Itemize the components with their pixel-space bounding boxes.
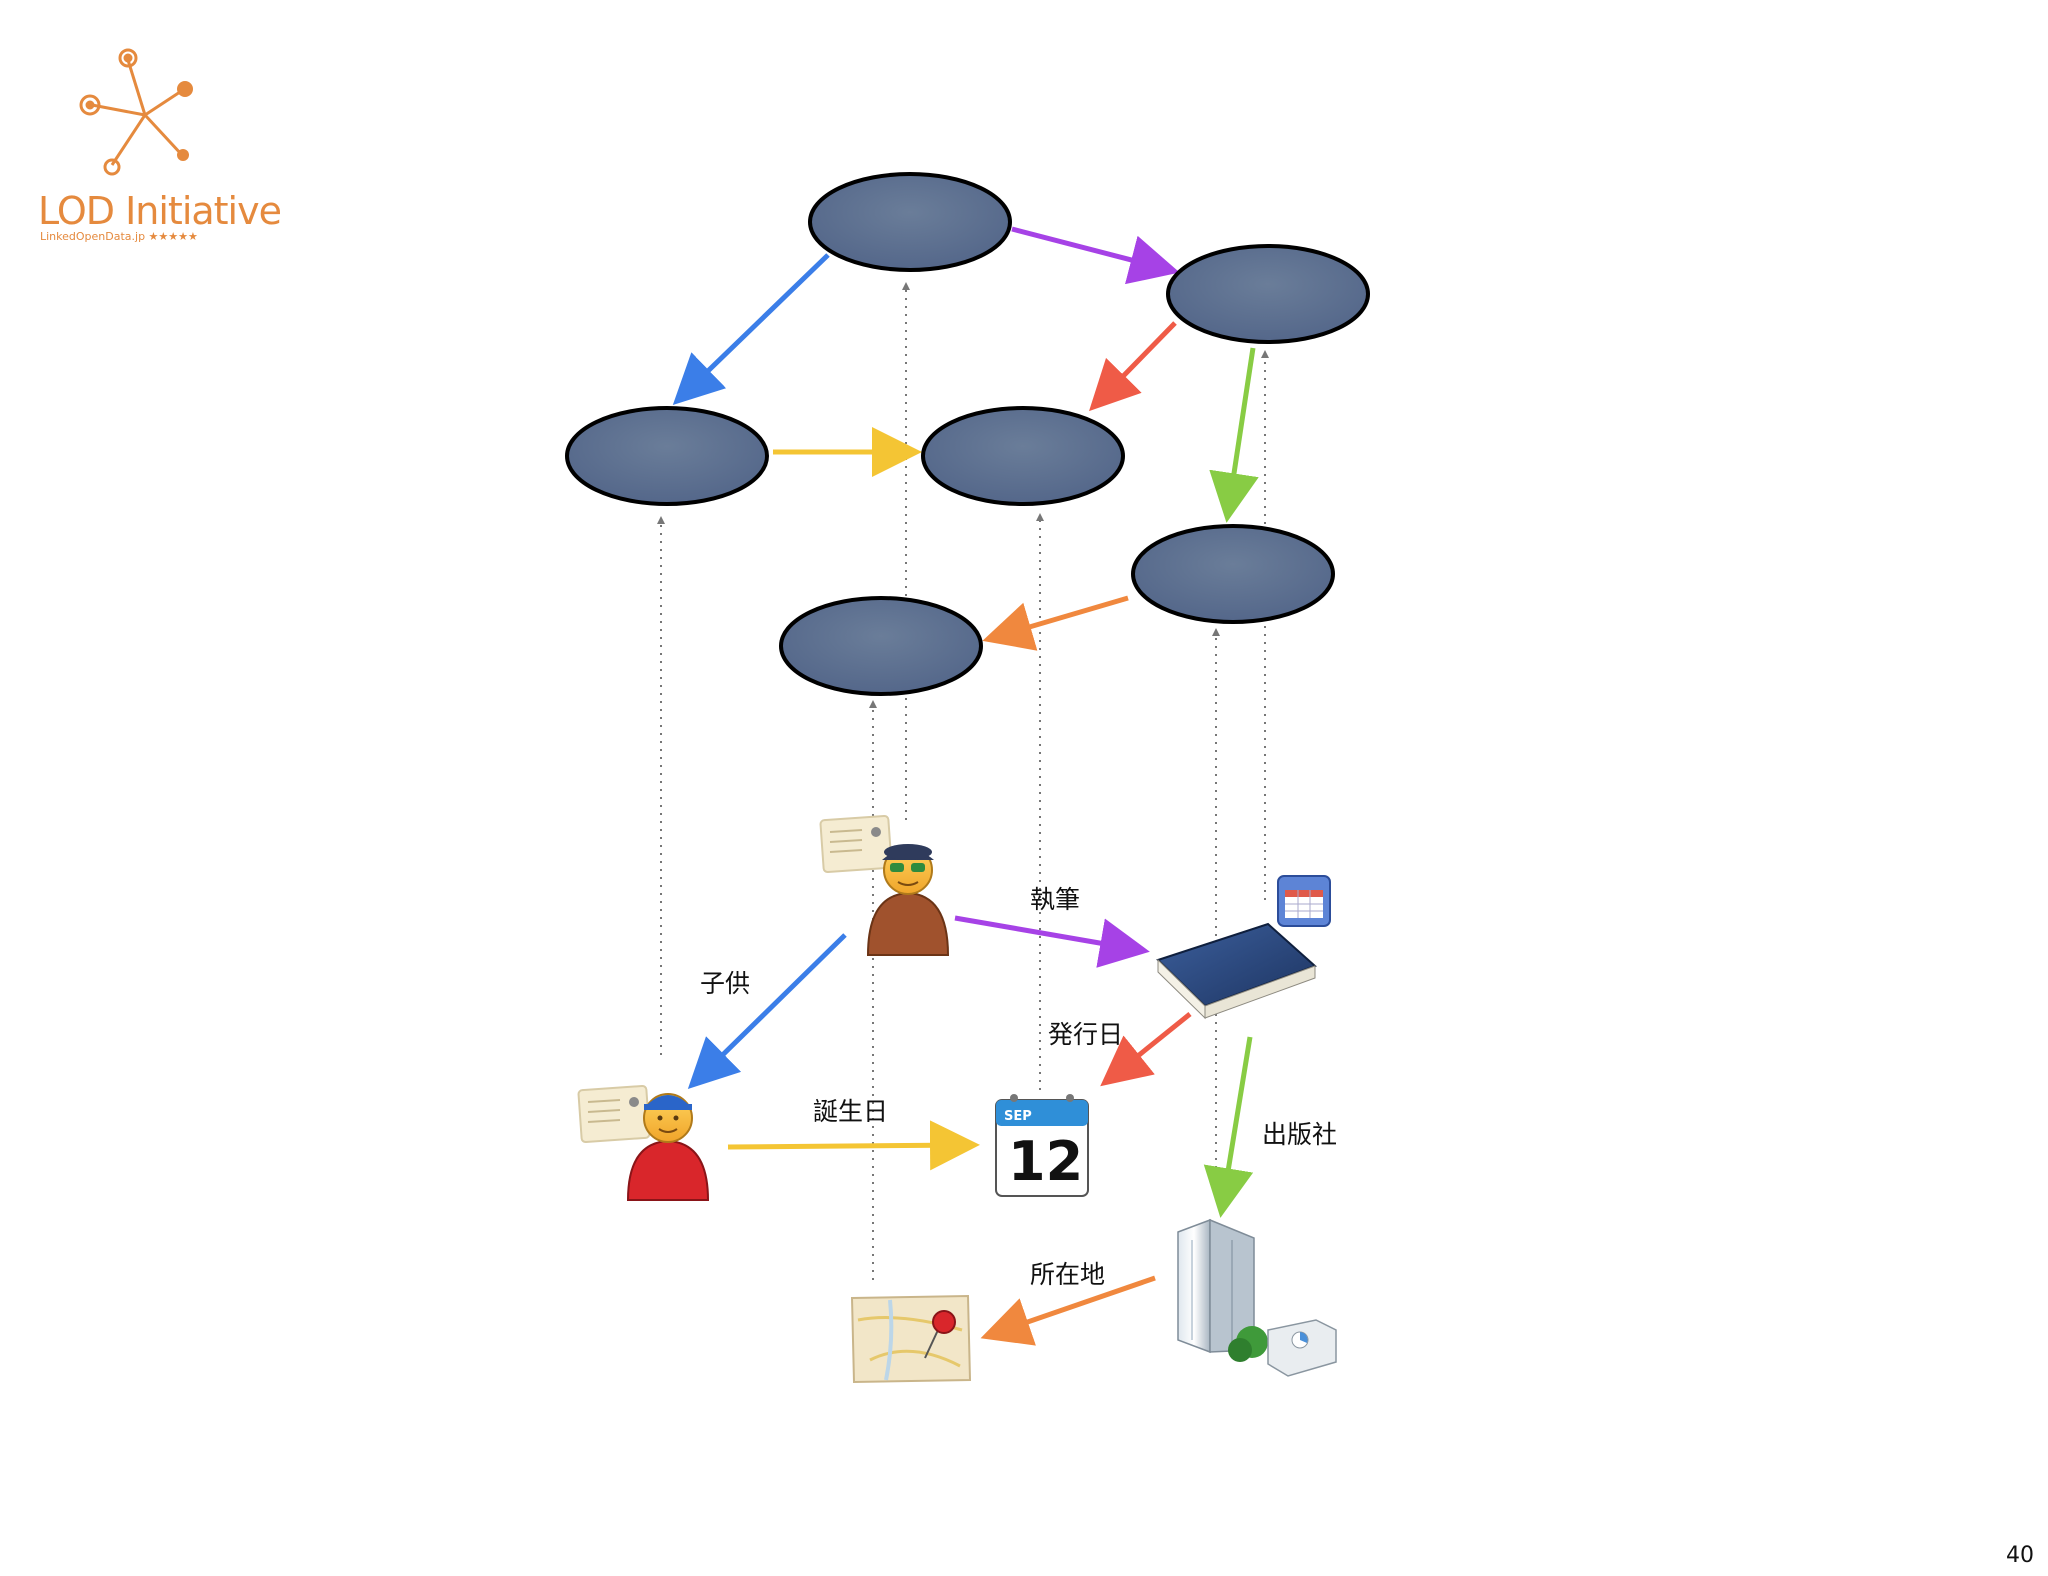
logo-name: LOD Initiative: [38, 189, 281, 233]
node-author: [808, 172, 1012, 272]
graph-nodes: [565, 172, 1370, 696]
calendar-month: SEP: [1004, 1109, 1032, 1124]
edge-author-child: [672, 253, 830, 405]
author-entity: [819, 814, 950, 956]
node-book: [1166, 244, 1370, 344]
calendar-icon: SEP 12: [995, 1094, 1089, 1197]
relation-child-arrow: [687, 933, 847, 1089]
relation-issue-date-arrow: [1100, 1012, 1192, 1087]
label-birth-date: 誕生日: [813, 1097, 888, 1126]
relation-birth-date-arrow: [727, 1120, 980, 1171]
date-entity: SEP 12: [995, 1094, 1089, 1197]
book-icon: [1156, 922, 1317, 1020]
entity-edges: [687, 915, 1254, 1346]
label-writes: 執筆: [1030, 885, 1080, 914]
child-person-icon: [626, 1093, 710, 1201]
relation-location-arrow: [980, 1275, 1156, 1346]
node-date: [921, 406, 1125, 506]
node-place: [779, 596, 983, 696]
node-publisher: [1131, 524, 1335, 624]
relation-publisher-arrow: [1203, 1036, 1254, 1218]
relation-writes-arrow: [954, 915, 1150, 968]
network-logo-icon: [79, 48, 193, 176]
place-entity: [850, 1294, 972, 1384]
page-number: 40: [2006, 1543, 2034, 1568]
publisher-entity: [1177, 1218, 1337, 1377]
author-person-icon: [866, 844, 950, 956]
edge-author-book: [1011, 226, 1180, 285]
book-entity: [1156, 875, 1331, 1020]
graph-edges: [672, 226, 1259, 651]
label-child: 子供: [700, 969, 750, 998]
lod-logo: LOD Initiative LinkedOpenData.jp ★★★★★: [38, 48, 282, 243]
label-issue-date: 発行日: [1048, 1020, 1123, 1049]
map-pin-icon: [850, 1294, 972, 1384]
label-location: 所在地: [1030, 1260, 1105, 1289]
id-card-icon: [577, 1084, 651, 1144]
calendar-day: 12: [1008, 1130, 1083, 1193]
child-entity: [577, 1084, 710, 1201]
node-child: [565, 406, 769, 506]
id-card-icon: [819, 814, 893, 874]
logo-subtitle: LinkedOpenData.jp ★★★★★: [40, 230, 198, 243]
edge-book-date: [1089, 321, 1177, 412]
edge-book-publisher: [1209, 347, 1259, 523]
building-icon: [1177, 1218, 1337, 1377]
projection-lines: [657, 282, 1269, 1280]
label-publisher: 出版社: [1262, 1120, 1337, 1149]
relation-labels: 執筆 子供 発行日 誕生日 出版社 所在地: [700, 885, 1337, 1289]
edge-publisher-place: [982, 595, 1129, 651]
table-icon: [1277, 875, 1331, 927]
